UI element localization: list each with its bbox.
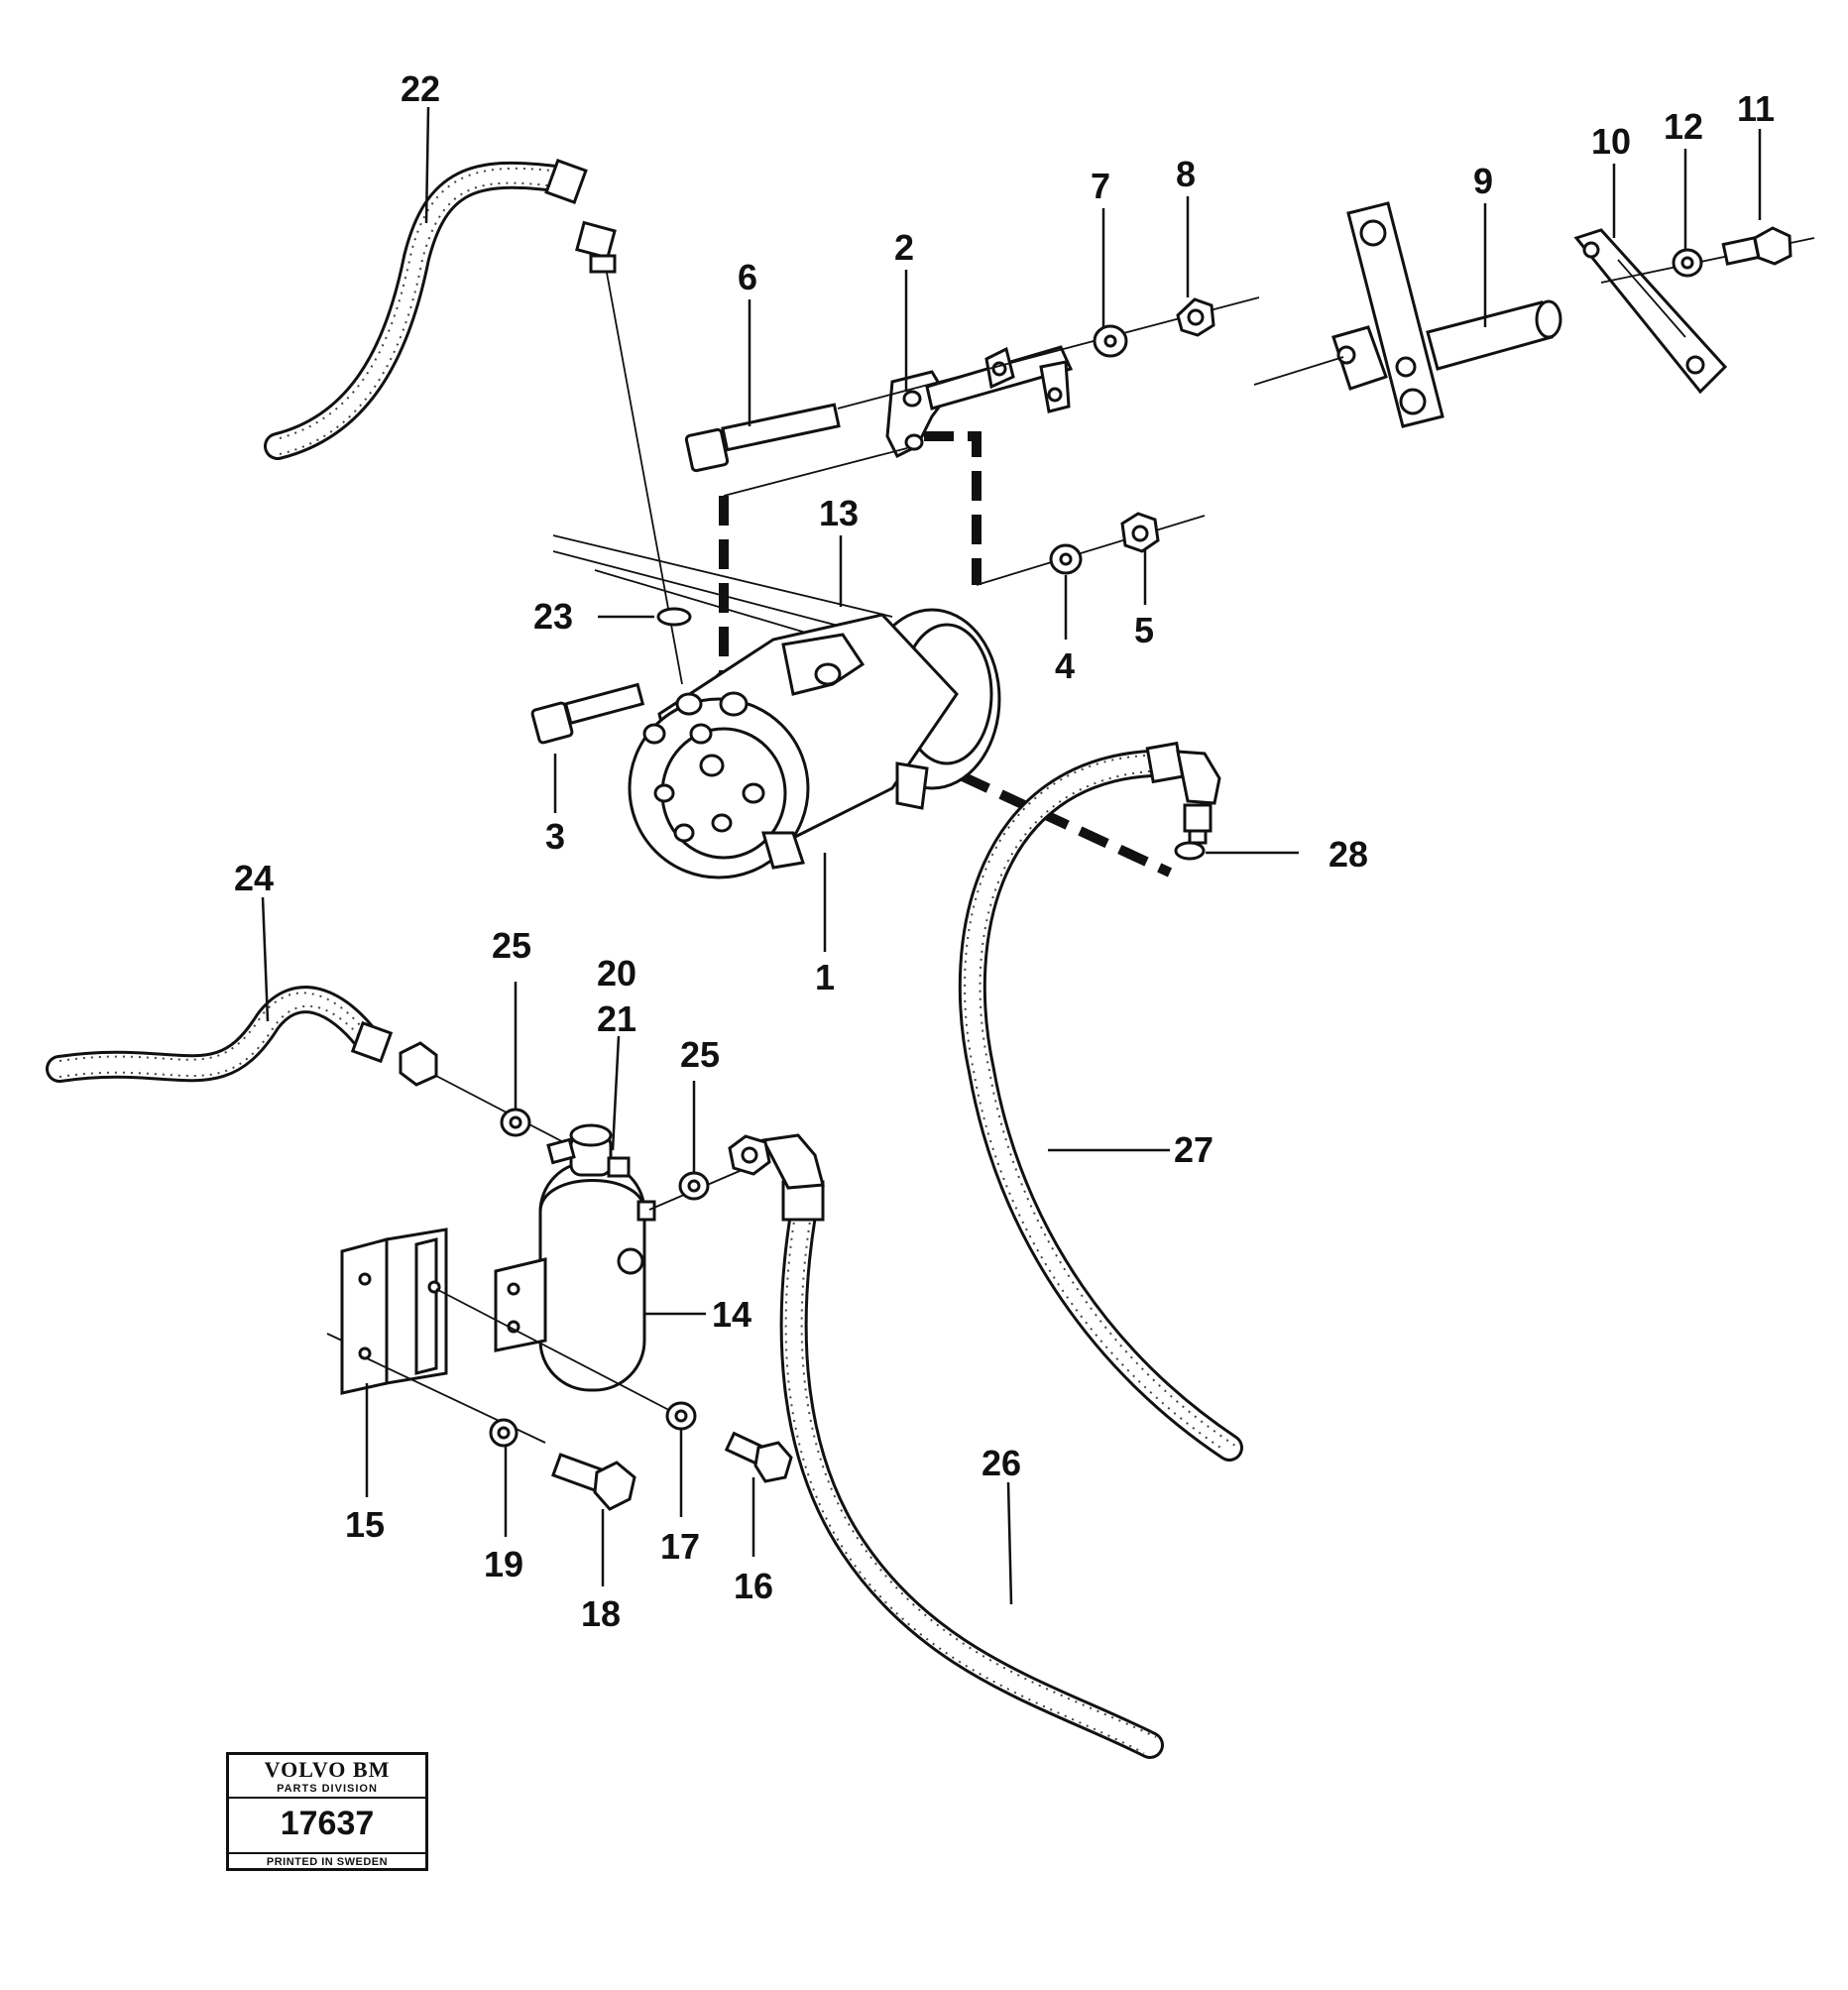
callout-10: 10 bbox=[1591, 121, 1631, 162]
callout-16: 16 bbox=[734, 1566, 773, 1606]
callout-21: 21 bbox=[597, 998, 636, 1039]
callout-28: 28 bbox=[1328, 834, 1368, 875]
strap-10 bbox=[1573, 228, 1728, 395]
bolt-6 bbox=[684, 403, 841, 473]
hose-22 bbox=[264, 158, 617, 460]
callout-6: 6 bbox=[738, 257, 757, 297]
callout-25-left: 25 bbox=[492, 925, 531, 966]
bolt-11 bbox=[1721, 226, 1792, 266]
callout-23: 23 bbox=[533, 596, 573, 637]
callout-12: 12 bbox=[1664, 106, 1703, 147]
washer-7-hole bbox=[1103, 334, 1117, 348]
bracket-2 bbox=[885, 345, 1074, 459]
callout-3: 3 bbox=[545, 816, 565, 857]
callout-labels: 22 2 6 7 8 9 10 12 11 13 23 4 5 3 28 1 2… bbox=[234, 68, 1775, 1634]
parts-division-stamp: VOLVO BM PARTS DIVISION 17637 PRINTED IN… bbox=[226, 1752, 428, 1871]
callout-5: 5 bbox=[1134, 610, 1154, 650]
hose-26 bbox=[728, 1133, 1164, 1759]
callout-15: 15 bbox=[345, 1504, 385, 1545]
callout-17: 17 bbox=[660, 1526, 700, 1567]
callout-8: 8 bbox=[1176, 154, 1196, 194]
receiver-drier-14 bbox=[494, 1123, 656, 1392]
callout-13: 13 bbox=[819, 493, 859, 533]
compressor-1 bbox=[628, 608, 1001, 879]
bolt-3 bbox=[530, 682, 645, 745]
stamp-brand: VOLVO BM bbox=[264, 1757, 391, 1782]
callout-22: 22 bbox=[401, 68, 440, 109]
hose-24 bbox=[46, 986, 438, 1087]
callout-9: 9 bbox=[1473, 161, 1493, 201]
callout-2: 2 bbox=[894, 227, 914, 268]
stamp-number: 17637 bbox=[280, 1805, 375, 1842]
bolt-18 bbox=[551, 1453, 636, 1511]
callout-26: 26 bbox=[982, 1443, 1021, 1483]
callout-14: 14 bbox=[712, 1294, 751, 1335]
callout-7: 7 bbox=[1091, 166, 1110, 206]
callout-20: 20 bbox=[597, 953, 636, 994]
leader-lines bbox=[261, 106, 1762, 1605]
callout-11: 11 bbox=[1737, 88, 1775, 129]
stamp-printed: PRINTED IN SWEDEN bbox=[229, 1852, 425, 1868]
callout-4: 4 bbox=[1055, 645, 1075, 686]
callout-24: 24 bbox=[234, 858, 274, 898]
callout-27: 27 bbox=[1174, 1129, 1213, 1170]
stamp-division: PARTS DIVISION bbox=[229, 1783, 425, 1799]
callout-19: 19 bbox=[484, 1544, 523, 1584]
o-ring-28 bbox=[1174, 841, 1206, 861]
hose-27 bbox=[958, 741, 1243, 1462]
callout-1: 1 bbox=[815, 957, 835, 997]
o-ring-23 bbox=[656, 607, 692, 627]
bolt-16 bbox=[724, 1431, 793, 1483]
callout-25-right: 25 bbox=[680, 1034, 720, 1075]
bracket-15 bbox=[340, 1228, 448, 1395]
callout-18: 18 bbox=[581, 1593, 621, 1634]
bracket-9 bbox=[1331, 201, 1562, 428]
